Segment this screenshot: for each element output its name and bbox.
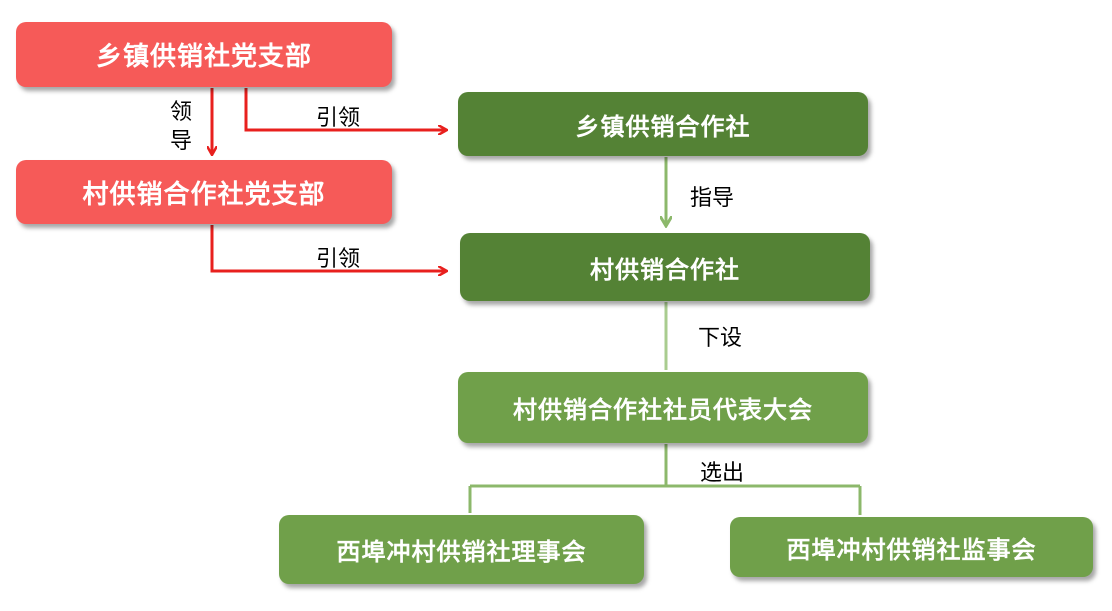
village-coop-label: 村供销合作社: [590, 255, 740, 284]
guide-arrow-bottom: [210, 225, 446, 271]
council-label: 西埠冲村供销社理事会: [336, 538, 587, 566]
member-congress-box: 村供销合作社社员代表大会: [458, 372, 868, 443]
village-coop-box: 村供销合作社: [460, 233, 870, 301]
village-party-branch-label: 村供销合作社党支部: [82, 179, 326, 210]
town-coop-label: 乡镇供销合作社: [575, 112, 751, 141]
establish-label: 下设: [698, 326, 743, 351]
lead-label-char1: 领: [170, 100, 193, 125]
supervisory-label: 西埠冲村供销社监事会: [786, 535, 1037, 564]
lead-label-char2: 导: [170, 129, 193, 154]
village-party-branch-box: 村供销合作社党支部: [16, 160, 392, 224]
guide-arrow-top: [244, 88, 446, 130]
supervisory-box: 西埠冲村供销社监事会: [730, 517, 1093, 577]
council-box: 西埠冲村供销社理事会: [279, 515, 644, 584]
direct-label: 指导: [690, 186, 735, 211]
elect-label: 选出: [700, 461, 745, 486]
town-party-branch-box: 乡镇供销社党支部: [16, 22, 392, 87]
member-congress-label: 村供销合作社社员代表大会: [513, 396, 813, 424]
town-coop-box: 乡镇供销合作社: [458, 92, 868, 156]
town-party-branch-label: 乡镇供销社党支部: [95, 42, 312, 72]
guide-label-top: 引领: [316, 106, 361, 131]
guide-label-bottom: 引领: [316, 247, 361, 272]
